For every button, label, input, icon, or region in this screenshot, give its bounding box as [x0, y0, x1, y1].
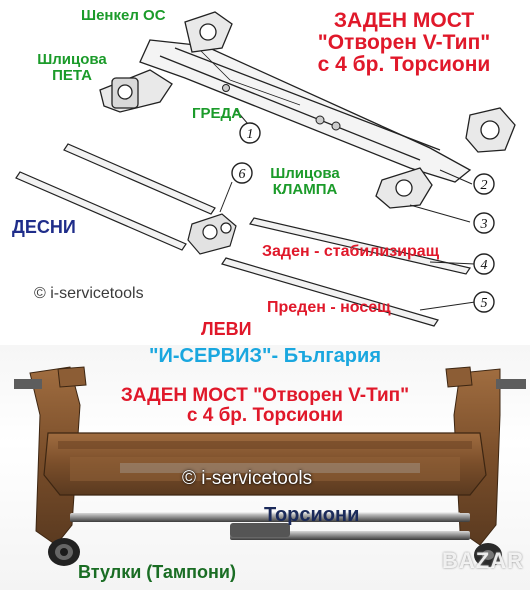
title-line-3: с 4 бр. Торсиони	[317, 53, 491, 77]
callout-6: 6	[239, 167, 246, 182]
label-beam: ГРЕДА	[192, 105, 243, 122]
beam-bolts	[222, 84, 341, 131]
title-line-2: "Отворен V-Тип"	[317, 31, 491, 55]
label-left: ЛЕВИ	[201, 319, 252, 339]
photo-title-line-1: ЗАДЕН МОСТ "Отворен V-Тип"	[120, 385, 410, 406]
diagram-title: ЗАДЕН МОСТ "Отворен V-Тип" с 4 бр. Торси…	[286, 9, 522, 77]
torsion-bar-upper	[70, 513, 470, 522]
label-bushings: Втулки (Тампони)	[78, 562, 236, 582]
spline-clamp-drawing	[187, 213, 237, 255]
label-torsion-bars: Торсиони	[264, 504, 360, 526]
label-spline-hub-line-1: Шлицова	[37, 51, 107, 68]
photo-title: ЗАДЕН МОСТ "Отворен V-Тип" с 4 бр. Торси…	[90, 386, 440, 426]
callout-2: 2	[481, 178, 488, 193]
photo-title-line-2: с 4 бр. Торсиони	[186, 404, 344, 426]
right-hub-drawing	[375, 107, 516, 209]
left-stub-axle	[14, 379, 42, 389]
title-line-1: ЗАДЕН МОСТ	[333, 9, 475, 32]
callout-4: 4	[481, 258, 488, 273]
right-bushing-photo	[474, 543, 502, 567]
left-torsion-bars	[221, 217, 471, 327]
callout-circles	[231, 122, 495, 313]
label-spline-hub-line-2: ПЕТА	[52, 66, 92, 84]
leader-lines	[219, 109, 476, 311]
callout-3: 3	[480, 217, 488, 232]
right-torsion-bars	[15, 143, 216, 251]
label-front-bearing: Преден - носещ	[267, 299, 391, 316]
axle-photo: "И-СЕРВИЗ"- България ЗАДЕН МОСТ "Отворен…	[0, 345, 530, 590]
photo-copyright: © i-servicetools	[182, 468, 313, 489]
right-stub-axle	[496, 379, 526, 389]
label-spline-clamp-line-1: Шлицова	[270, 165, 340, 182]
axle-drawing: 1 2 3 4 5 6	[15, 11, 516, 327]
label-right: ДЕСНИ	[12, 217, 76, 237]
label-rear-stabilizer: Заден - стабилизиращ	[262, 243, 440, 260]
diagram-copyright: © i-servicetools	[34, 285, 144, 302]
photo-drawing	[14, 366, 526, 567]
watermark-logo: BAZAR	[442, 548, 524, 573]
bushing-photo	[48, 538, 80, 566]
label-knuckle: Шенкел ОС	[81, 7, 166, 24]
company-name: "И-СЕРВИЗ"- България	[149, 345, 381, 367]
callout-5: 5	[481, 296, 488, 311]
label-spline-hub: Шлицова ПЕТА	[30, 52, 114, 84]
beam-drawing	[139, 39, 472, 183]
left-hub-drawing	[99, 11, 233, 113]
technical-diagram: 1 2 3 4 5 6 Шенкел ОС ЗАДЕН МОСТ "Отворе…	[12, 7, 522, 339]
label-spline-clamp: Шлицова КЛАМПА	[262, 166, 348, 198]
label-spline-clamp-line-2: КЛАМПА	[272, 180, 338, 198]
callout-1: 1	[247, 127, 254, 142]
